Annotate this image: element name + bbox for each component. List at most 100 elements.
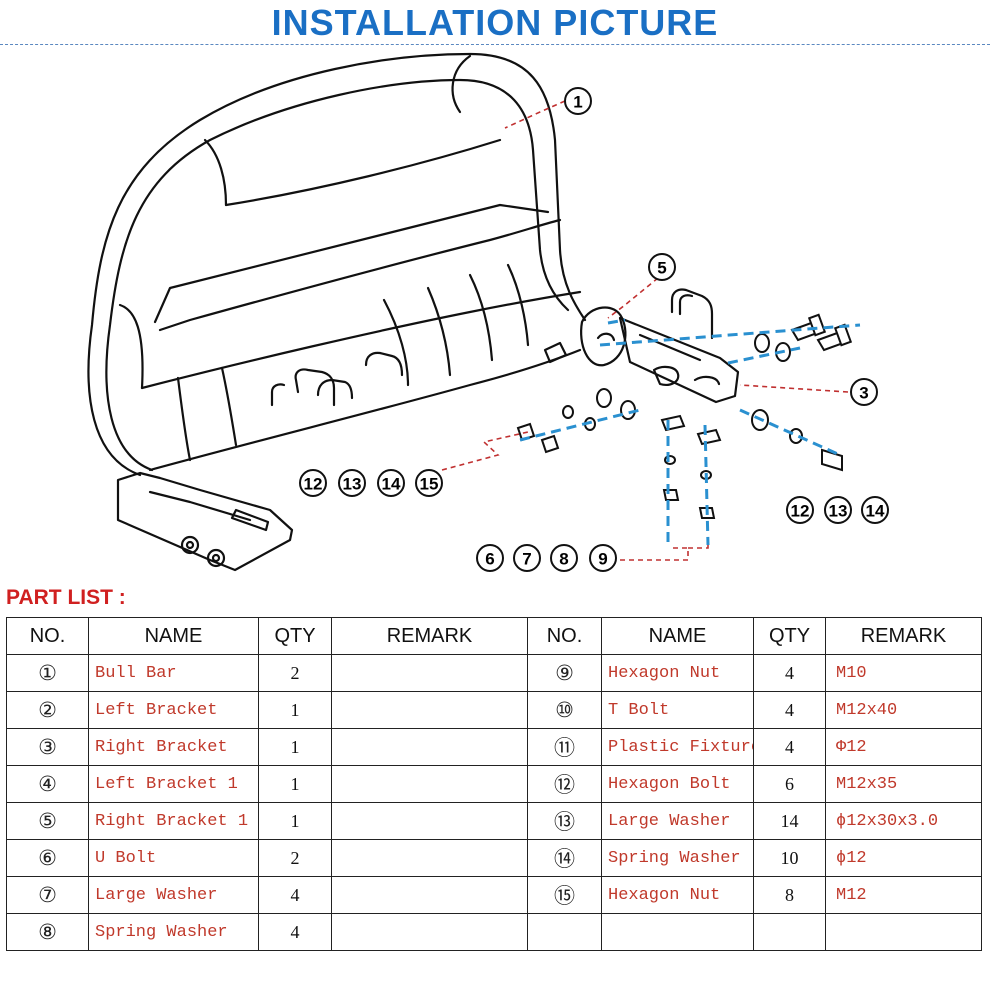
part-qty: 14	[753, 802, 826, 840]
header-name-2: NAME	[601, 617, 754, 655]
page-title: INSTALLATION PICTURE	[271, 2, 719, 43]
callout-label-15: 15	[420, 475, 439, 494]
part-qty: 4	[258, 913, 332, 951]
part-remark: M10	[825, 654, 982, 692]
part-remark	[331, 876, 528, 914]
part-qty: 2	[258, 839, 332, 877]
header-remark-2: REMARK	[825, 617, 982, 655]
part-qty: 1	[258, 691, 332, 729]
part-qty: 4	[753, 728, 826, 766]
part-qty	[753, 913, 826, 951]
part-qty: 1	[258, 728, 332, 766]
table-header-row: NO. NAME QTY REMARK NO. NAME QTY REMARK	[6, 617, 982, 655]
part-name: T Bolt	[601, 691, 754, 729]
callout-label-14: 14	[382, 475, 401, 494]
part-name: Large Washer	[88, 876, 259, 914]
part-name: Right Bracket 1	[88, 802, 259, 840]
callout-label-14b: 14	[866, 502, 885, 521]
callout-circle-1	[564, 87, 592, 115]
table-row: ① Bull Bar 2 ⑨ Hexagon Nut 4 M10	[6, 654, 982, 692]
callout-label-9: 9	[598, 550, 607, 569]
callout-circle-14b	[861, 496, 889, 524]
part-list-table: NO. NAME QTY REMARK NO. NAME QTY REMARK …	[6, 617, 982, 951]
callout-circle-8	[550, 544, 578, 572]
header-name: NAME	[88, 617, 259, 655]
part-no: ⑥	[6, 839, 89, 877]
part-no: ①	[6, 654, 89, 692]
part-remark	[331, 691, 528, 729]
part-remark: ϕ12x30x3.0	[825, 802, 982, 840]
part-no: ⑦	[6, 876, 89, 914]
header-qty-2: QTY	[753, 617, 826, 655]
part-name: U Bolt	[88, 839, 259, 877]
part-qty: 10	[753, 839, 826, 877]
part-remark	[331, 839, 528, 877]
part-qty: 4	[753, 691, 826, 729]
hardware-parts	[516, 313, 853, 519]
table-row: ③ Right Bracket 1 ⑪ Plastic Fixture 4 Φ1…	[6, 728, 982, 766]
part-remark: Φ12	[825, 728, 982, 766]
part-remark	[825, 913, 982, 951]
callout-label-13: 13	[343, 475, 362, 494]
bull-bar-drawing	[87, 52, 740, 572]
table-row: ⑤ Right Bracket 1 1 ⑬ Large Washer 14 ϕ1…	[6, 802, 982, 840]
callout-label-5: 5	[657, 259, 666, 278]
title-divider	[0, 44, 990, 45]
part-no: ⑮	[527, 876, 602, 914]
callout-label-7: 7	[522, 550, 531, 569]
callout-group	[299, 87, 889, 572]
callout-label-1: 1	[573, 93, 582, 112]
part-name: Spring Washer	[601, 839, 754, 877]
table-row: ⑥ U Bolt 2 ⑭ Spring Washer 10 ϕ12	[6, 839, 982, 877]
part-no: ⑭	[527, 839, 602, 877]
part-qty: 4	[258, 876, 332, 914]
callout-circle-14	[377, 469, 405, 497]
part-remark	[331, 802, 528, 840]
part-no: ⑨	[527, 654, 602, 692]
part-remark	[331, 728, 528, 766]
part-name: Left Bracket 1	[88, 765, 259, 803]
part-remark: ϕ12	[825, 839, 982, 877]
callout-circle-13b	[824, 496, 852, 524]
callout-label-13b: 13	[829, 502, 848, 521]
part-no: ⑬	[527, 802, 602, 840]
part-name: Hexagon Nut	[601, 876, 754, 914]
part-no: ⑫	[527, 765, 602, 803]
part-name: Large Washer	[601, 802, 754, 840]
part-no: ⑧	[6, 913, 89, 951]
part-no: ③	[6, 728, 89, 766]
part-qty: 1	[258, 802, 332, 840]
part-name: Spring Washer	[88, 913, 259, 951]
part-no: ④	[6, 765, 89, 803]
table-row: ② Left Bracket 1 ⑩ T Bolt 4 M12x40	[6, 691, 982, 729]
part-remark: M12x40	[825, 691, 982, 729]
callout-circle-5	[648, 253, 676, 281]
part-qty: 1	[258, 765, 332, 803]
part-qty: 8	[753, 876, 826, 914]
part-name: Hexagon Bolt	[601, 765, 754, 803]
part-name: Bull Bar	[88, 654, 259, 692]
callout-circle-12	[299, 469, 327, 497]
part-name: Right Bracket	[88, 728, 259, 766]
callout-label-8: 8	[559, 550, 568, 569]
header-no: NO.	[6, 617, 89, 655]
part-no: ②	[6, 691, 89, 729]
callout-circle-15	[415, 469, 443, 497]
callout-circle-6	[476, 544, 504, 572]
callout-label-12b: 12	[791, 502, 810, 521]
callout-circle-7	[513, 544, 541, 572]
part-name: Hexagon Nut	[601, 654, 754, 692]
part-no: ⑩	[527, 691, 602, 729]
callout-circle-9	[589, 544, 617, 572]
leader-lines	[441, 100, 849, 561]
part-no: ⑪	[527, 728, 602, 766]
part-no: ⑤	[6, 802, 89, 840]
part-qty: 2	[258, 654, 332, 692]
assembly-lines	[519, 318, 861, 546]
header-remark: REMARK	[331, 617, 528, 655]
callout-circle-3	[850, 378, 878, 406]
part-no	[527, 913, 602, 951]
callout-label-12: 12	[304, 475, 323, 494]
part-remark	[331, 913, 528, 951]
table-row: ⑧ Spring Washer 4	[6, 913, 982, 951]
